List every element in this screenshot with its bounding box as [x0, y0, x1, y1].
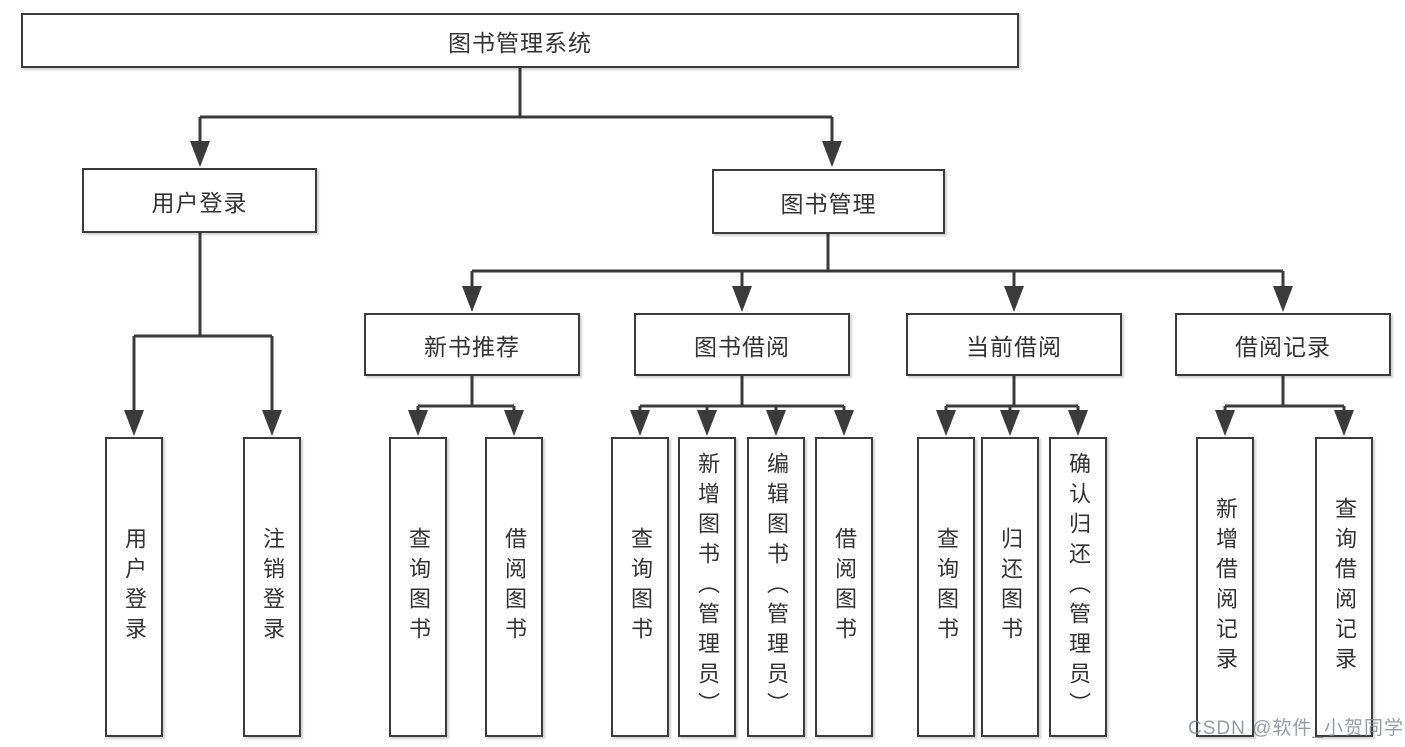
leaf-borrow-books: 借阅图书: [485, 437, 543, 737]
node-new-book-recommendation: 新书推荐: [364, 313, 580, 376]
leaf-return-books: 归还图书: [981, 437, 1039, 737]
node-user-login: 用户登录: [82, 168, 317, 233]
leaf-label: 用户登录: [122, 527, 147, 647]
leaf-label: 新增借阅记录: [1213, 497, 1238, 677]
leaf-label: 查询图书: [934, 527, 959, 647]
node-current-borrowing: 当前借阅: [906, 313, 1122, 376]
node-label: 图书借阅: [694, 333, 790, 360]
node-book-borrowing: 图书借阅: [634, 313, 850, 376]
leaf-add-books-admin: 新增图书（管理员）: [678, 437, 736, 737]
leaf-label: 借阅图书: [832, 527, 857, 647]
node-label: 用户登录: [151, 189, 248, 216]
leaf-label: 查询借阅记录: [1332, 497, 1357, 677]
leaf-label: 新增图书（管理员）: [695, 452, 720, 722]
node-label: 新书推荐: [424, 333, 520, 360]
node-label: 图书管理系统: [448, 29, 592, 56]
leaf-confirm-return-admin: 确认归还（管理员）: [1049, 437, 1107, 737]
node-book-management: 图书管理: [712, 169, 945, 234]
leaf-logout-login: 注销登录: [243, 437, 301, 737]
leaf-label: 借阅图书: [502, 527, 527, 647]
leaf-query-books: 查询图书: [917, 437, 975, 737]
leaf-label: 查询图书: [628, 527, 653, 647]
csdn-watermark: CSDN @软件_小贺同学: [1188, 718, 1404, 739]
leaf-label: 编辑图书（管理员）: [764, 452, 789, 722]
leaf-borrow-books: 借阅图书: [815, 437, 873, 737]
leaf-label: 归还图书: [998, 527, 1023, 647]
leaf-query-books: 查询图书: [611, 437, 669, 737]
leaf-label: 查询图书: [406, 527, 431, 647]
leaf-query-borrowing-record: 查询借阅记录: [1315, 437, 1373, 737]
node-borrowing-records: 借阅记录: [1175, 313, 1391, 376]
node-label: 当前借阅: [966, 333, 1062, 360]
node-label: 图书管理: [780, 190, 877, 217]
leaf-user-login: 用户登录: [105, 437, 163, 737]
leaf-label: 注销登录: [260, 527, 285, 647]
node-label: 借阅记录: [1235, 333, 1331, 360]
leaf-add-borrowing-record: 新增借阅记录: [1196, 437, 1254, 737]
leaf-edit-books-admin: 编辑图书（管理员）: [747, 437, 805, 737]
node-library-management-system: 图书管理系统: [21, 13, 1019, 68]
leaf-label: 确认归还（管理员）: [1066, 452, 1091, 722]
leaf-query-books: 查询图书: [389, 437, 447, 737]
